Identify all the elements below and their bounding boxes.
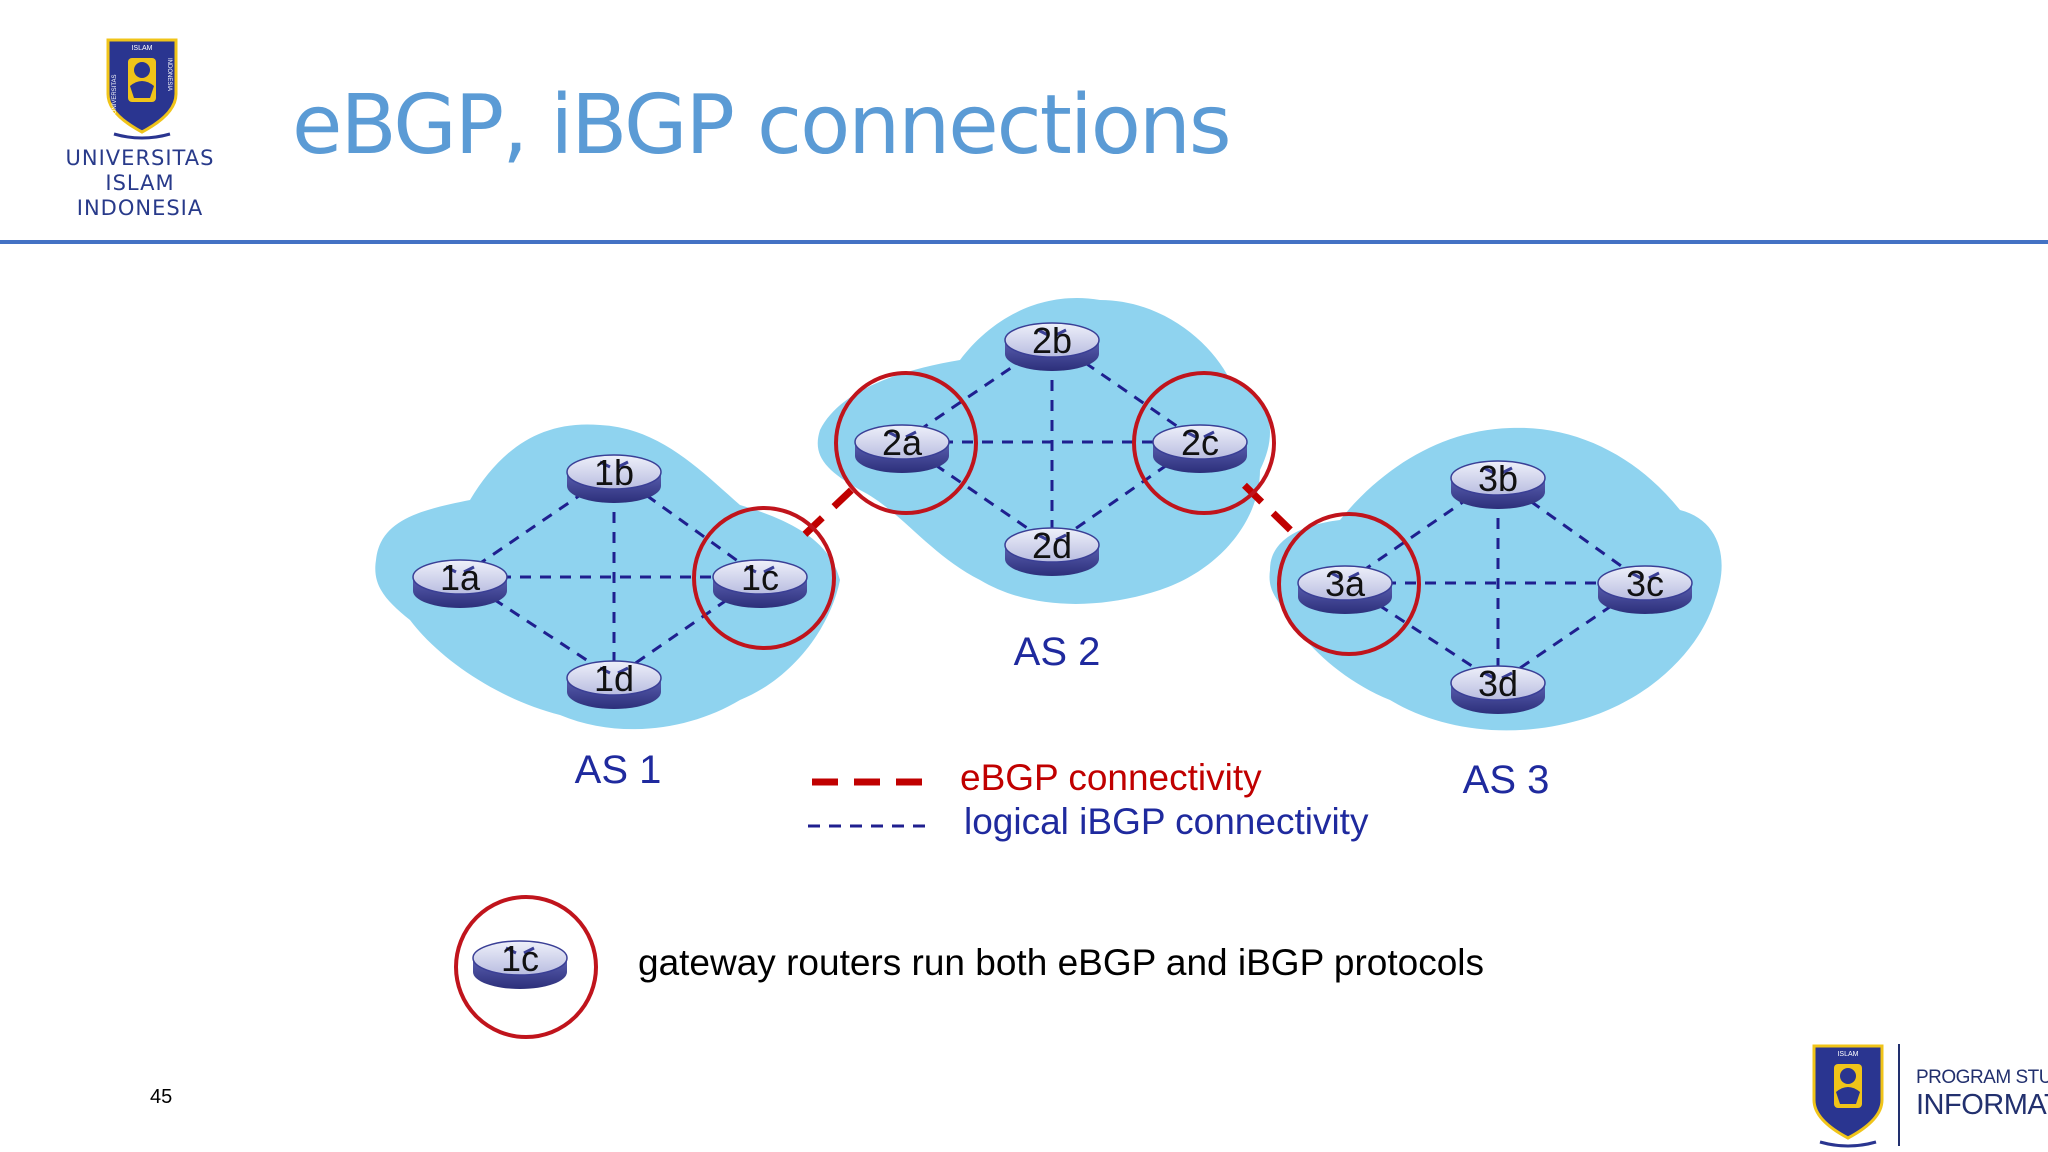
router-label-3d: 3d — [1478, 663, 1518, 704]
university-name-line3: INDONESIA — [76, 196, 204, 220]
router-label-1d: 1d — [594, 658, 634, 699]
router-label-1c: 1c — [501, 938, 539, 979]
title-divider — [0, 240, 2048, 244]
router-3b: 3b — [1450, 458, 1546, 509]
seal-text-top: ISLAM — [131, 45, 152, 52]
legend-ibgp-label: logical iBGP connectivity — [964, 801, 1369, 842]
university-name: UNIVERSITAS ISLAM INDONESIA — [40, 146, 240, 221]
router-label-3b: 3b — [1478, 458, 1518, 499]
router-label-2a: 2a — [882, 422, 923, 463]
gateway-circle-2c — [1132, 371, 1276, 515]
router-2b: 2b — [1004, 320, 1100, 371]
router-1c: 1c — [472, 938, 568, 989]
router-2c: 2c — [1152, 422, 1248, 473]
footer-seal-text-top: ISLAM — [1837, 1051, 1858, 1058]
legend-ebgp-label: eBGP connectivity — [960, 757, 1262, 798]
seal-text-right: INDONESIA — [166, 58, 172, 91]
as2-cloud — [817, 298, 1270, 604]
router-label-1c: 1c — [741, 557, 779, 598]
router-3a: 3a — [1297, 563, 1393, 614]
program-line1: PROGRAM STUDI — [1916, 1067, 2048, 1088]
ibgp-link-3a-3b — [1344, 476, 1499, 585]
gateway-note-router: 1c — [472, 938, 568, 989]
gateway-circle-3a — [1277, 512, 1421, 656]
router-label-3a: 3a — [1325, 563, 1366, 604]
gateway-circle-2a — [834, 371, 978, 515]
as2-label: AS 2 — [1014, 630, 1101, 674]
router-3c: 3c — [1597, 563, 1693, 614]
footer-separator — [1898, 1044, 1900, 1146]
as3-label: AS 3 — [1463, 758, 1550, 802]
slide-title: eBGP, iBGP connections — [292, 78, 1232, 173]
router-2a: 2a — [854, 422, 950, 473]
program-name: PROGRAM STUDI INFORMATIKA — [1916, 1068, 2048, 1120]
routers: 1a 1b 1c 1d 2a 2b 2c 2d 3a 3b 3c 3d — [412, 320, 1693, 714]
router-label-3c: 3c — [1626, 563, 1664, 604]
router-1d: 1d — [566, 658, 662, 709]
seal-text-left: UNIVERSITAS — [112, 74, 118, 114]
router-label-1b: 1b — [594, 452, 634, 493]
footer-seal-logo: ISLAM — [1812, 1044, 1884, 1148]
as3-cloud — [1269, 427, 1722, 731]
router-label-2c: 2c — [1181, 422, 1219, 463]
page-number: 45 — [150, 1086, 173, 1108]
gateway-note-text: gateway routers run both eBGP and iBGP p… — [638, 942, 1484, 983]
university-name-line1: UNIVERSITAS — [65, 146, 215, 170]
university-name-line2: ISLAM — [105, 171, 175, 195]
gateway-circles — [692, 371, 1421, 656]
gateway-note-circle — [454, 895, 598, 1039]
router-label-2b: 2b — [1032, 320, 1072, 361]
router-3d: 3d — [1450, 663, 1546, 714]
router-1c: 1c — [712, 557, 808, 608]
router-label-2d: 2d — [1032, 525, 1072, 566]
router-1b: 1b — [566, 452, 662, 503]
router-label-1a: 1a — [440, 557, 481, 598]
program-line2: INFORMATIKA — [1916, 1089, 2048, 1121]
university-seal-logo: ISLAM UNIVERSITAS INDONESIA — [106, 38, 178, 140]
gateway-circle-1c — [692, 506, 836, 650]
as1-label: AS 1 — [575, 748, 662, 792]
ibgp-link-2a-2b — [901, 338, 1053, 444]
router-2d: 2d — [1004, 525, 1100, 576]
router-1a: 1a — [412, 557, 508, 608]
